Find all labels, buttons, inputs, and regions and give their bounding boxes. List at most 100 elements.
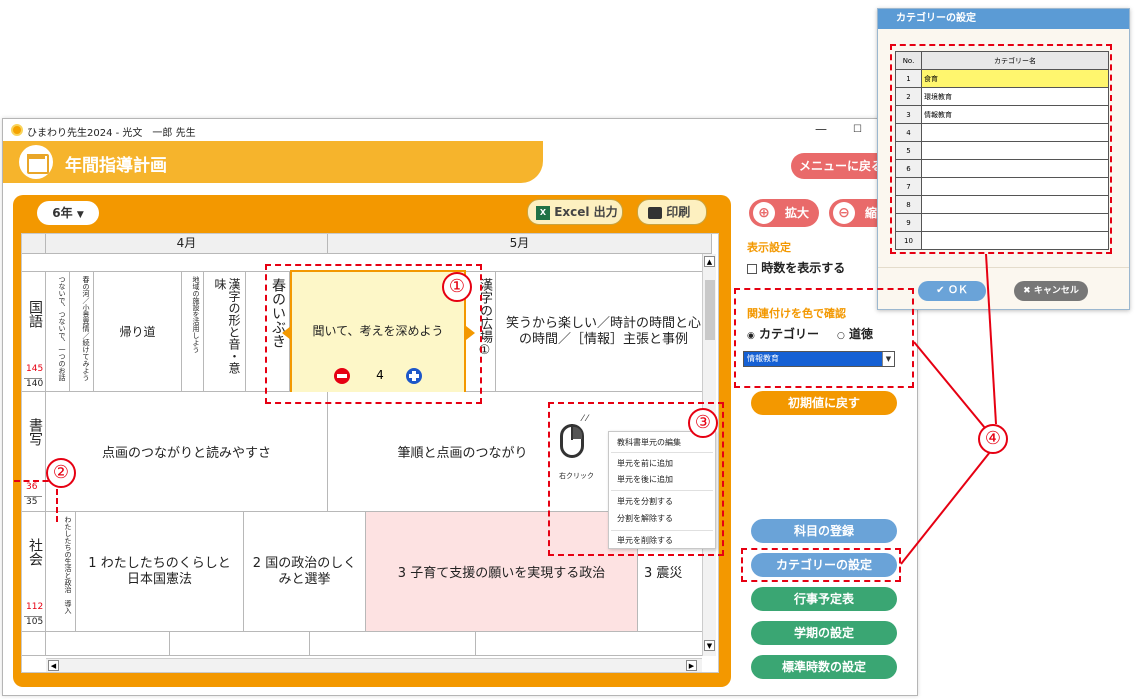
print-label: 印刷 — [666, 205, 691, 219]
menu-item-edit-unit[interactable]: 教科書単元の編集 — [617, 438, 681, 447]
category-name-cell[interactable] — [921, 141, 1109, 160]
selected-unit-popup[interactable]: 聞いて、考えを深めよう 4 — [290, 270, 466, 394]
category-name-cell[interactable] — [921, 177, 1109, 196]
minimize-icon[interactable]: — — [815, 122, 827, 136]
menu-item-add-after[interactable]: 単元を後に追加 — [617, 475, 673, 484]
left-arrow-icon — [282, 326, 291, 340]
title-bar: ひまわり先生2024 - 光文 一郎 先生 — ☐ — [3, 119, 917, 141]
unit-cell[interactable]: 1 わたしたちのくらしと日本国憲法 — [76, 512, 244, 632]
table-row[interactable]: 7 — [895, 177, 1109, 196]
category-name-cell[interactable]: 食育 — [921, 69, 1109, 88]
unit-cell[interactable]: 帰り道 — [94, 272, 182, 392]
category-name-cell[interactable] — [921, 195, 1109, 214]
menu-return-button[interactable]: メニューに戻る — [791, 153, 891, 179]
radio-category[interactable]: ◉ カテゴリー — [747, 325, 819, 342]
minus-icon[interactable] — [334, 368, 350, 384]
subject-name: 書写 — [27, 418, 43, 446]
menu-item-unsplit[interactable]: 分割を解除する — [617, 514, 673, 523]
page-header: 年間指導計画 — [3, 141, 543, 183]
unit-cell[interactable]: 2 国の政治のしくみと選挙 — [244, 512, 366, 632]
scroll-up-icon[interactable]: ▲ — [704, 256, 715, 267]
scroll-right-icon[interactable]: ▶ — [686, 660, 697, 671]
callout-4: ④ — [978, 424, 1008, 454]
category-name-cell[interactable]: 環境教育 — [921, 87, 1109, 106]
excel-icon: X — [536, 205, 550, 220]
row-cell — [310, 632, 476, 656]
ok-button[interactable]: ✔ ＯＫ — [918, 281, 986, 301]
table-row[interactable]: 5 — [895, 141, 1109, 160]
menu-item-split-unit[interactable]: 単元を分割する — [617, 497, 673, 506]
display-settings-title: 表示設定 — [747, 241, 791, 254]
plus-icon[interactable] — [406, 368, 422, 384]
excel-export-button[interactable]: X Excel 出力 — [527, 199, 623, 225]
show-hours-checkbox[interactable]: 時数を表示する — [747, 259, 845, 276]
maximize-icon[interactable]: ☐ — [853, 124, 862, 135]
subject-name: 社会 — [27, 538, 43, 566]
table-row[interactable]: 8 — [895, 195, 1109, 214]
col-header-no: No. — [895, 51, 922, 70]
table-row[interactable]: 6 — [895, 159, 1109, 178]
menu-item-delete-unit[interactable]: 単元を削除する — [617, 536, 673, 545]
category-name-cell[interactable] — [921, 159, 1109, 178]
category-settings-button[interactable]: カテゴリーの設定 — [751, 553, 897, 577]
subject-shosha: 書写 36 35 — [22, 392, 46, 512]
unit-cell[interactable]: 春の河／小景異情／続けてみよう — [70, 272, 94, 392]
zoom-in-icon: ⊕ — [753, 202, 775, 224]
unit-cell[interactable]: つないで、つないで、一つのお話 — [46, 272, 70, 392]
category-name-cell[interactable] — [921, 231, 1109, 250]
relate-color-title: 関連付けを色で確認 — [747, 307, 846, 320]
reset-default-button[interactable]: 初期値に戻す — [751, 391, 897, 415]
table-row[interactable]: 4 — [895, 123, 1109, 142]
scroll-down-icon[interactable]: ▼ — [704, 640, 715, 651]
unit-cell[interactable]: 漢字の形と音・意味 — [204, 272, 246, 392]
subject-kokugo: 国語 145 140 — [22, 272, 46, 392]
term-settings-button[interactable]: 学期の設定 — [751, 621, 897, 645]
corner-cell — [22, 234, 46, 254]
zoom-in-button[interactable]: ⊕ 拡大 — [749, 199, 819, 227]
unit-cell-highlighted[interactable]: 3 子育て支援の願いを実現する政治 — [366, 512, 638, 632]
horizontal-scrollbar[interactable]: ◀ ▶ — [46, 658, 702, 672]
popup-unit-name: 聞いて、考えを深めよう — [312, 324, 444, 338]
callout-box-3 — [548, 402, 724, 556]
subject-name: 国語 — [27, 300, 43, 328]
cancel-button[interactable]: ✖ キャンセル — [1014, 281, 1088, 301]
unit-cell[interactable]: 笑うから楽しい／時計の時間と心の時間／［情報］主張と事例 — [496, 272, 712, 392]
scroll-left-icon[interactable]: ◀ — [48, 660, 59, 671]
row-cell — [476, 632, 712, 656]
scroll-thumb[interactable] — [705, 280, 715, 340]
table-row[interactable]: 10 — [895, 231, 1109, 250]
hours-planned: 145 — [26, 364, 44, 374]
radio-moral[interactable]: ○ 道徳 — [837, 325, 873, 342]
subject-register-button[interactable]: 科目の登録 — [751, 519, 897, 543]
radio-empty-icon: ○ — [837, 331, 845, 341]
grade-select[interactable]: 6年 ▼ — [37, 201, 99, 225]
row-cell — [170, 632, 310, 656]
category-name-cell[interactable]: 情報教育 — [921, 105, 1109, 124]
hours-standard: 140 — [24, 378, 44, 389]
unit-cell[interactable]: わたしたちの生活と政治 導入 — [46, 512, 76, 632]
unit-cell[interactable]: 点画のつながりと読みやすさ — [46, 392, 328, 512]
event-schedule-button[interactable]: 行事予定表 — [751, 587, 897, 611]
checkbox-icon — [747, 263, 757, 274]
cancel-label: キャンセル — [1033, 286, 1079, 296]
row-number: 10 — [895, 231, 922, 250]
callout-box-2 — [14, 480, 58, 522]
category-select-value: 情報教育 — [747, 354, 779, 363]
show-hours-label: 時数を表示する — [761, 261, 846, 275]
category-name-cell[interactable] — [921, 123, 1109, 142]
month-header-april: 4月 — [46, 234, 328, 254]
standard-hours-button[interactable]: 標準時数の設定 — [751, 655, 897, 679]
zoom-in-label: 拡大 — [785, 206, 810, 220]
menu-item-add-before[interactable]: 単元を前に追加 — [617, 459, 673, 468]
ok-label: ＯＫ — [947, 285, 968, 296]
unit-cell[interactable]: 地域の施設を活用しよう — [182, 272, 204, 392]
radio-moral-label: 道徳 — [849, 327, 874, 341]
row-number: 3 — [895, 105, 922, 124]
category-select[interactable]: 情報教育 ▼ — [743, 351, 895, 367]
print-button[interactable]: 印刷 — [637, 199, 707, 225]
